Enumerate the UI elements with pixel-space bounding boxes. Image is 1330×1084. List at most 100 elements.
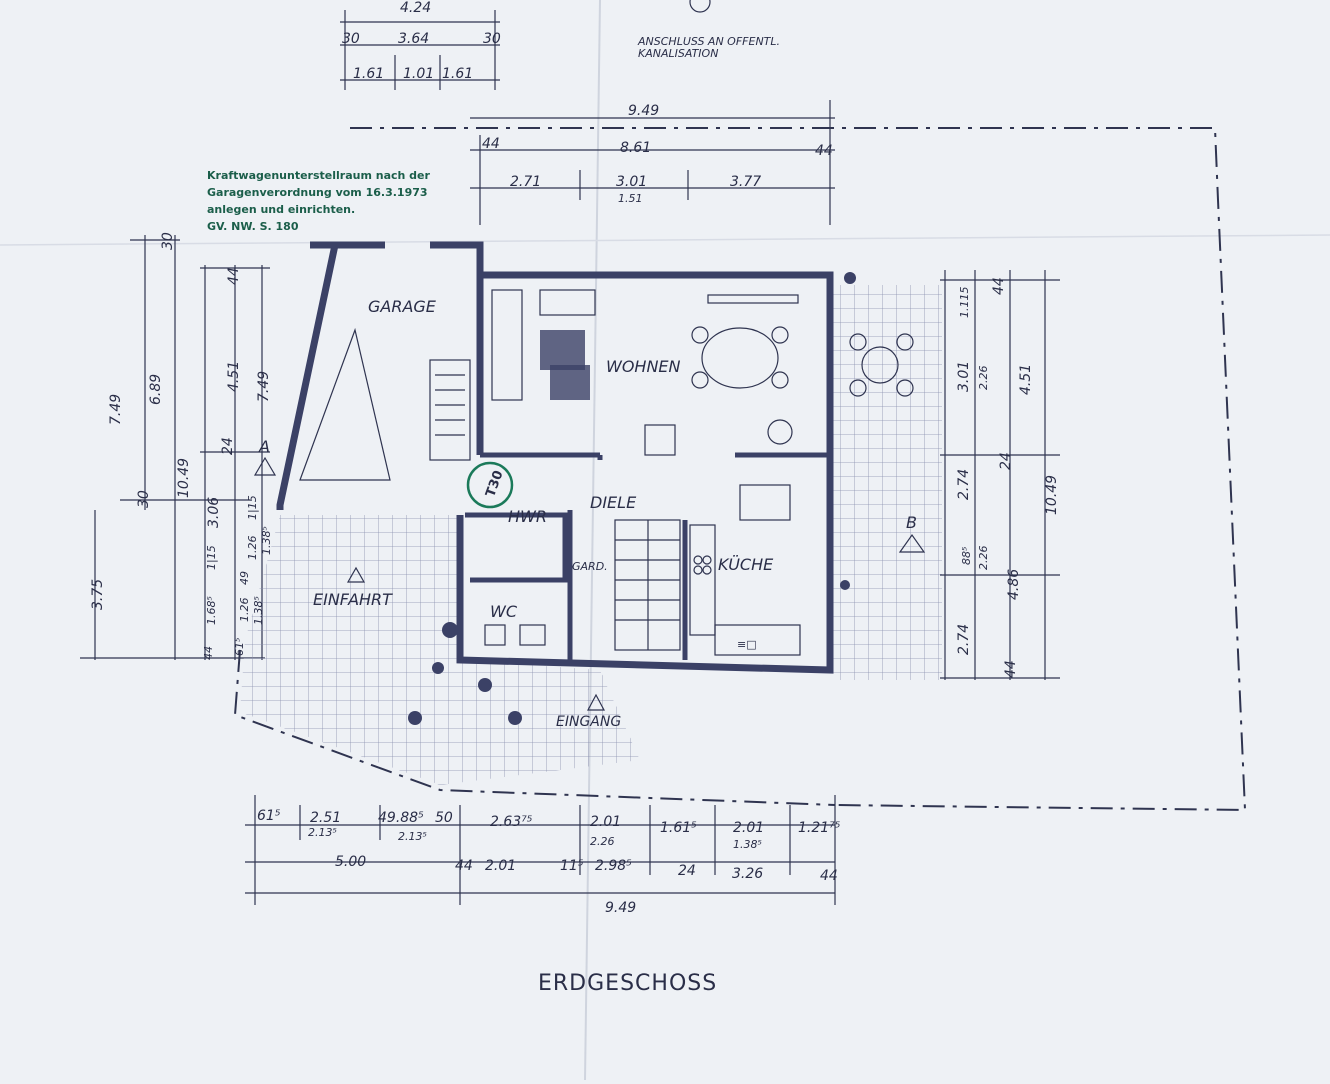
dim-left-49: 49 (238, 571, 251, 585)
dim-right-451: 4.51 (1018, 364, 1034, 395)
dim-bottom-row1: 1.21⁷⁵ (798, 820, 841, 836)
dim-right-1049: 10.49 (1044, 475, 1060, 515)
top-dimension-chains (340, 0, 835, 225)
dim-left-306: 3.06 (206, 497, 222, 528)
dim-top-30-right: 30 (483, 31, 501, 47)
room-diele: DIELE (590, 493, 637, 512)
dim-left-1385: 1.38⁵ (260, 526, 273, 555)
dim-bottom-row2: 2.98⁵ (595, 858, 632, 874)
area-eingang: EINGANG (556, 714, 621, 730)
dim-bottom-row2: 3.26 (732, 866, 763, 882)
dim-left-1685: 1.68⁵ (205, 596, 218, 625)
dim-bottom-row1: 2.51 (310, 810, 341, 826)
sewer-note-line2: KANALISATION (638, 47, 718, 60)
room-kueche: KÜCHE (718, 555, 774, 574)
room-wohnen: WOHNEN (606, 357, 681, 376)
dim-44-right: 44 (815, 143, 833, 159)
dim-left-30-top: 30 (160, 232, 176, 250)
dim-left-1385b: 1.38⁵ (252, 596, 265, 625)
fire-door-stamp (466, 461, 514, 509)
room-hwr: HWR (508, 507, 547, 526)
drawing-title: ERDGESCHOSS (538, 971, 717, 996)
dim-bottom-row2: 44 (820, 868, 838, 884)
cooker-symbol: ≡□ (737, 638, 757, 651)
dim-bottom-row1: 2.01 (733, 820, 764, 836)
dim-top-161-b: 1.61 (442, 66, 473, 82)
section-label-b: B (906, 513, 917, 532)
dim-bottom-row2: 2.01 (485, 858, 516, 874)
dim-left-115: 1|15 (246, 495, 259, 520)
garage-note-line2: Garagenverordnung vom 16.3.1973 (207, 186, 428, 199)
dim-left-1049: 10.49 (176, 458, 192, 498)
right-dimension-chains (940, 270, 1060, 680)
dim-right-44-top: 44 (991, 277, 1007, 295)
dim-right-226b: 2.26 (977, 546, 990, 571)
dim-left-126: 1.26 (246, 536, 259, 561)
dim-271: 2.71 (510, 174, 541, 190)
dim-left-24: 24 (220, 437, 236, 455)
dim-bottom-row1: 50 (435, 810, 453, 826)
property-boundary (350, 127, 1247, 812)
dim-left-749-inner: 7.49 (256, 371, 272, 402)
dim-bottom-total: 9.49 (605, 900, 636, 916)
garage-note-line1: Kraftwagenunterstellraum nach der (207, 169, 431, 182)
garage-walls (276, 241, 484, 510)
dim-left-615: 61⁵ (233, 638, 246, 656)
dim-top-30-left: 30 (342, 31, 360, 47)
house-outer-walls (456, 271, 834, 674)
dim-151: 1.51 (618, 192, 643, 205)
dim-top-161-a: 1.61 (353, 66, 384, 82)
dim-left-30-mid: 30 (136, 490, 152, 508)
interior-walls (465, 452, 830, 660)
property-boundary-south (233, 649, 836, 806)
room-wc: WC (490, 602, 518, 621)
kitchen-furniture (689, 484, 801, 656)
dim-949-top: 9.49 (628, 103, 659, 119)
wc-fixtures (484, 624, 546, 646)
sewer-note-line1: ANSCHLUSS AN OFFENTL. (637, 35, 780, 48)
dim-bottom-row2: 11⁵ (560, 858, 584, 874)
dim-left-375: 3.75 (90, 579, 106, 610)
area-einfahrt: EINFAHRT (313, 590, 393, 609)
section-label-a: A (258, 437, 270, 456)
dim-bottom-row1: 2.63⁷⁵ (490, 814, 533, 830)
dim-bottom-row1: 49.88⁵ (378, 810, 424, 826)
paper-fold-line (0, 234, 1330, 246)
dim-right-885: 88⁵ (960, 547, 973, 565)
hall-stairs (614, 519, 681, 651)
dim-bottom-row1: 1.61⁵ (660, 820, 697, 836)
bottom-dimension-chains (245, 795, 836, 905)
dim-bottom-row1-sub: 2.26 (590, 835, 615, 848)
dim-left-115b: 1|15 (205, 545, 218, 570)
driveway-paving (240, 515, 640, 785)
dim-left-44b: 44 (202, 646, 215, 660)
room-gard: GARD. (572, 560, 608, 573)
dim-left-44: 44 (226, 267, 242, 285)
dim-301: 3.01 (616, 174, 647, 190)
dim-bottom-row1: 61⁵ (257, 808, 281, 824)
dim-bottom-row1-sub: 2.13⁵ (398, 830, 427, 843)
dim-bottom-row1: 2.01 (590, 814, 621, 830)
dim-left-689: 6.89 (148, 374, 164, 405)
dim-left-126b: 1.26 (238, 598, 251, 623)
section-marker-b (898, 533, 926, 553)
dim-right-274-a: 2.74 (956, 469, 972, 500)
terrace-furniture (849, 333, 914, 397)
dim-right-274-b: 2.74 (956, 624, 972, 655)
dim-left-749-outer: 7.49 (108, 394, 124, 425)
dim-left-451: 4.51 (226, 361, 242, 392)
dim-861: 8.61 (620, 140, 651, 156)
living-furniture (491, 289, 799, 456)
garage-note-line4: GV. NW. S. 180 (207, 220, 299, 233)
dim-bottom-row2: 44 (455, 858, 473, 874)
garage-note-line3: anlegen und einrichten. (207, 203, 355, 216)
fire-door-stamp-label: T30 (483, 469, 506, 499)
dim-right-301: 3.01 (956, 361, 972, 392)
dim-right-486: 4.86 (1006, 569, 1022, 600)
dim-44-left: 44 (482, 136, 500, 152)
dim-right-24: 24 (998, 452, 1014, 470)
dim-top-424: 4.24 (400, 0, 431, 16)
